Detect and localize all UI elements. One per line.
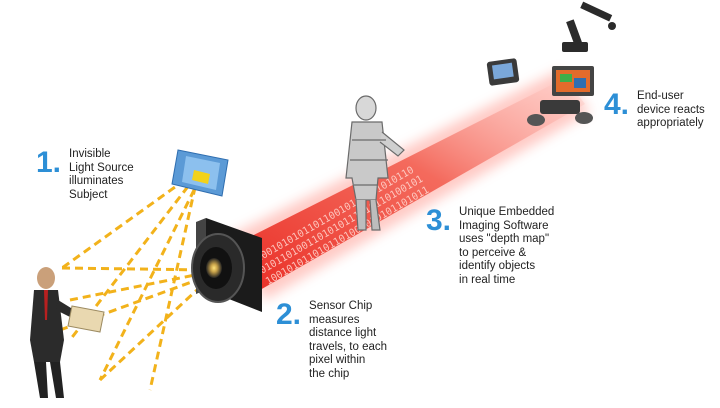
step-number: 1. (36, 146, 62, 179)
game-console (527, 100, 593, 126)
light-rays (59, 170, 214, 391)
step-description: Sensor Chip measures distance light trav… (309, 300, 387, 381)
step-number: 2. (276, 298, 302, 331)
step-description: Unique Embedded Imaging Software uses "d… (459, 206, 554, 287)
step-number: 3. (426, 204, 452, 237)
step-text-line: to perceive & (459, 246, 527, 259)
wireframe-person (345, 95, 405, 231)
step-1-light-source: 1. Invisible Light Source illuminates Su… (36, 148, 134, 202)
step-2-sensor-chip: 2. Sensor Chip measures distance light t… (276, 300, 387, 381)
step-text-line: appropriately (637, 117, 704, 129)
step-text-line: travels, to each (309, 340, 388, 353)
step-text-line: Unique Embedded (459, 206, 555, 218)
robotic-arm (562, 1, 616, 52)
step-text-line: Invisible (69, 148, 111, 160)
step-description: Invisible Light Source illuminates Subje… (69, 148, 134, 202)
step-text-line: Imaging Software (459, 219, 549, 232)
step-text-line: measures (309, 313, 360, 326)
step-text-line: identify objects (459, 260, 536, 272)
light-source-emitter (171, 149, 229, 197)
step-text-line: Sensor Chip (309, 300, 373, 312)
step-text-line: pixel within (309, 354, 366, 366)
step-text-line: in real time (459, 273, 516, 286)
handheld-device (486, 58, 520, 86)
businessman-figure (30, 267, 105, 398)
step-4-end-user-device: 4. End-user device reacts appropriately (604, 90, 705, 131)
step-number: 4. (604, 88, 630, 121)
tv-display (552, 66, 594, 96)
step-text-line: End-user (637, 90, 684, 102)
light-beam (225, 70, 590, 300)
step-text-line: Light Source (69, 161, 134, 174)
step-text-line: illuminates (69, 175, 124, 187)
step-text-line: distance light (309, 327, 377, 339)
step-3-imaging-software: 3. Unique Embedded Imaging Software uses… (426, 206, 554, 287)
step-text-line: device reacts (637, 103, 705, 116)
sensor-chip-camera (191, 218, 262, 312)
step-text-line: Subject (69, 188, 108, 201)
step-description: End-user device reacts appropriately (637, 90, 705, 131)
step-text-line: uses "depth map" (459, 233, 550, 245)
step-text-line: the chip (309, 367, 350, 380)
